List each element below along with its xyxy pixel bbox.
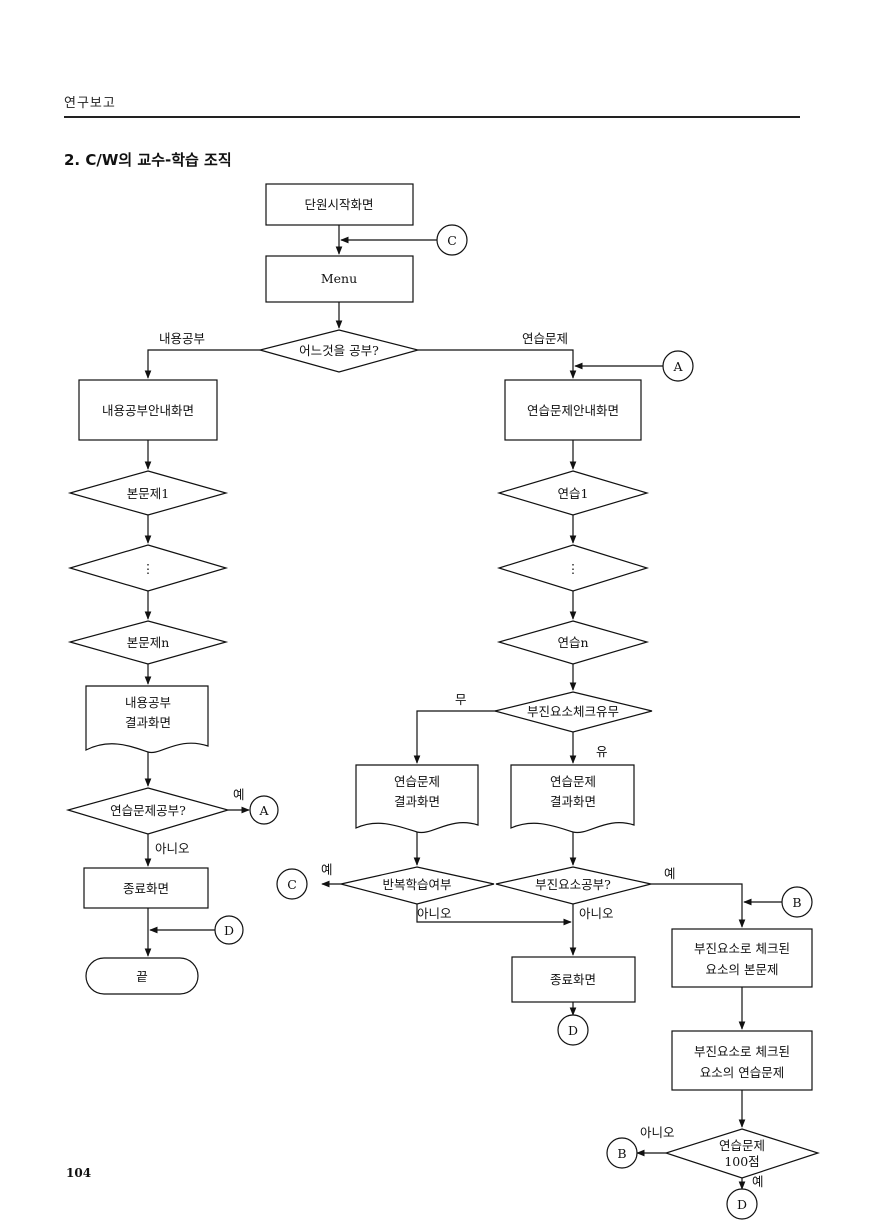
which-study-label: 어느것을 공부? [299,343,379,358]
score-check-line2: 100점 [724,1154,759,1169]
exercise-result-doc-left [355,764,479,834]
end-terminal [85,957,199,995]
connector-b-bottom [606,1137,638,1169]
arrow-to-exercise-intro [418,349,577,379]
connector-c-left [276,868,308,900]
weak-exercise-line1: 부진요소로 체크된 [694,1044,790,1059]
connector-c-left-label: C [287,877,297,892]
arrow-absent [413,710,497,764]
score-check-yes: 예 [752,1174,764,1189]
content-problem-n-diamond [67,620,229,665]
connector-d-bottom [726,1188,758,1220]
repeat-study-yes: 예 [321,862,333,877]
weakness-absent-label: 무 [455,692,467,707]
which-study-decision [257,329,421,373]
connector-d-bottom-label: D [737,1197,747,1212]
weakness-study-decision [495,866,652,905]
score-check-line1: 연습문제 [719,1138,765,1153]
content-intro-box [78,379,218,441]
content-ellipsis-label: ⋮ [142,561,155,576]
exercise-ellipsis-diamond [496,544,650,592]
end-screen-left-box [83,867,209,909]
weak-main-line1: 부진요소로 체크된 [694,941,790,956]
connector-a-left [249,795,279,825]
arrow-weakness-yes [651,883,746,928]
exercise-intro-box [504,379,642,441]
content-ellipsis-diamond [67,544,229,592]
page-number: 104 [66,1166,92,1180]
exercise-ellipsis-label: ⋮ [567,561,580,576]
connector-d-left-label: D [224,923,234,938]
exercise1-diamond [496,470,650,516]
weakness-present-label: 유 [596,744,608,759]
weak-main-problem-box [671,928,813,988]
menu-label: Menu [321,271,357,286]
running-header: 연구보고 [64,96,116,111]
end-screen-left-label: 종료화면 [123,881,169,896]
connector-d-left [214,915,244,945]
weakness-study-no: 아니오 [579,906,614,921]
connector-b-right-label: B [792,895,801,910]
end-screen-mid-label: 종료화면 [550,972,596,987]
exercise-study-decision [65,787,231,835]
exercise-study-label: 연습문제공부? [110,803,186,818]
weakness-check-label: 부진요소체크유무 [527,704,619,719]
weakness-study-label: 부진요소공부? [535,877,611,892]
repeat-study-label: 반복학습여부 [382,877,451,892]
end-label: 끝 [136,969,148,984]
content-problem1-diamond [67,470,229,516]
connector-c-top [436,224,468,256]
arrow-repeat-no [416,904,572,926]
connector-a-right-label: A [672,359,683,374]
exercise-n-label: 연습n [557,635,588,650]
branch-content-label: 내용공부 [159,331,205,346]
connector-a-right [662,350,694,382]
repeat-study-decision [340,866,495,905]
connector-d-mid [557,1014,589,1046]
start-screen-box [265,183,414,226]
connector-b-bottom-label: B [617,1146,626,1161]
content-problem-n-label: 본문제n [127,635,170,650]
branch-exercise-label: 연습문제 [522,331,568,346]
content-result-document [85,685,209,754]
repeat-study-no: 아니오 [417,906,452,921]
weakness-study-yes: 예 [664,866,676,881]
content-result-line1: 내용공부 [125,695,171,710]
exercise-result-left-line2: 결과화면 [394,794,440,809]
exercise-study-yes: 예 [233,787,245,802]
flow-lines [144,225,782,1190]
content-intro-label: 내용공부안내화면 [102,403,194,418]
start-screen-label: 단원시작화면 [304,197,373,212]
exercise-result-right-line2: 결과화면 [550,794,596,809]
exercise1-label: 연습1 [558,486,589,501]
connector-d-mid-label: D [568,1023,578,1038]
connector-c-top-label: C [447,233,457,248]
exercise-n-diamond [496,620,650,665]
exercise-result-left-line1: 연습문제 [394,774,440,789]
menu-box [265,255,414,303]
exercise-study-no: 아니오 [155,841,190,856]
arrow-to-content-intro [144,349,260,379]
content-result-line2: 결과화면 [125,715,171,730]
content-problem1-label: 본문제1 [127,486,169,501]
weak-main-line2: 요소의 본문제 [706,962,779,977]
header-divider [64,116,800,118]
exercise-result-right-line1: 연습문제 [550,774,596,789]
connector-b-right [781,886,813,918]
weak-exercise-line2: 요소의 연습문제 [700,1065,784,1080]
section-title: 2. C/W의 교수-학습 조직 [64,151,232,169]
end-screen-mid-box [511,956,636,1003]
weakness-check-decision [494,691,653,733]
exercise-result-doc-right [510,764,635,834]
score-check-decision [664,1128,820,1179]
connector-a-left-label: A [258,803,269,818]
exercise-intro-label: 연습문제안내화면 [527,403,619,418]
weak-exercise-box [671,1030,813,1091]
score-check-no: 아니오 [640,1125,675,1140]
